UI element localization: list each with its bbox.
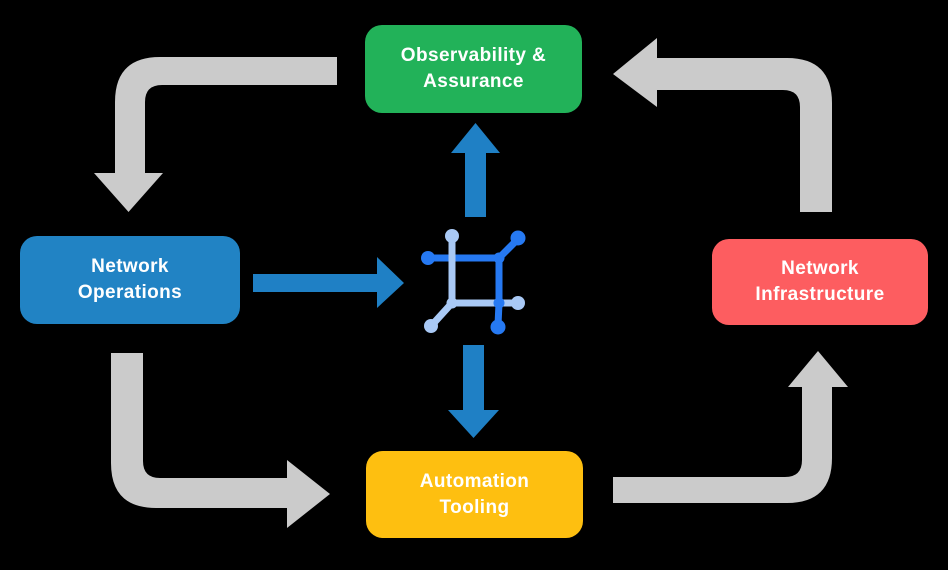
arrow-operations-to-center — [253, 257, 404, 308]
icon-corner-topright — [493, 252, 505, 264]
node-network-operations: Network Operations — [20, 236, 240, 324]
arrow-operations-to-automation — [111, 353, 330, 528]
icon-bottomleft-dot — [424, 319, 438, 333]
icon-corner-bottomleft — [446, 297, 458, 309]
node-network-infrastructure: Network Infrastructure — [712, 239, 928, 325]
icon-top-dot — [445, 229, 459, 243]
arrow-automation-to-infrastructure — [613, 351, 848, 503]
icon-left-dot — [421, 251, 435, 265]
node-observability-label: Observability & Assurance — [400, 45, 547, 92]
icon-corner-bottomright — [493, 297, 505, 309]
icon-bottom-dot — [490, 319, 506, 335]
node-infrastructure-label: Network Infrastructure — [755, 258, 885, 305]
arrow-infrastructure-to-observability — [613, 38, 832, 212]
network-chip-icon — [421, 229, 526, 335]
arrow-center-to-automation — [448, 345, 499, 438]
arrow-observability-to-operations — [94, 57, 337, 212]
icon-right-dot — [511, 296, 525, 310]
node-automation-tooling: Automation Tooling — [366, 451, 583, 538]
icon-topright-dot — [510, 230, 526, 246]
node-automation-label: Automation Tooling — [419, 470, 530, 518]
node-observability-assurance: Observability & Assurance — [365, 25, 582, 113]
arrow-center-to-observability — [451, 123, 500, 217]
node-operations-label: Network Operations — [77, 256, 183, 303]
